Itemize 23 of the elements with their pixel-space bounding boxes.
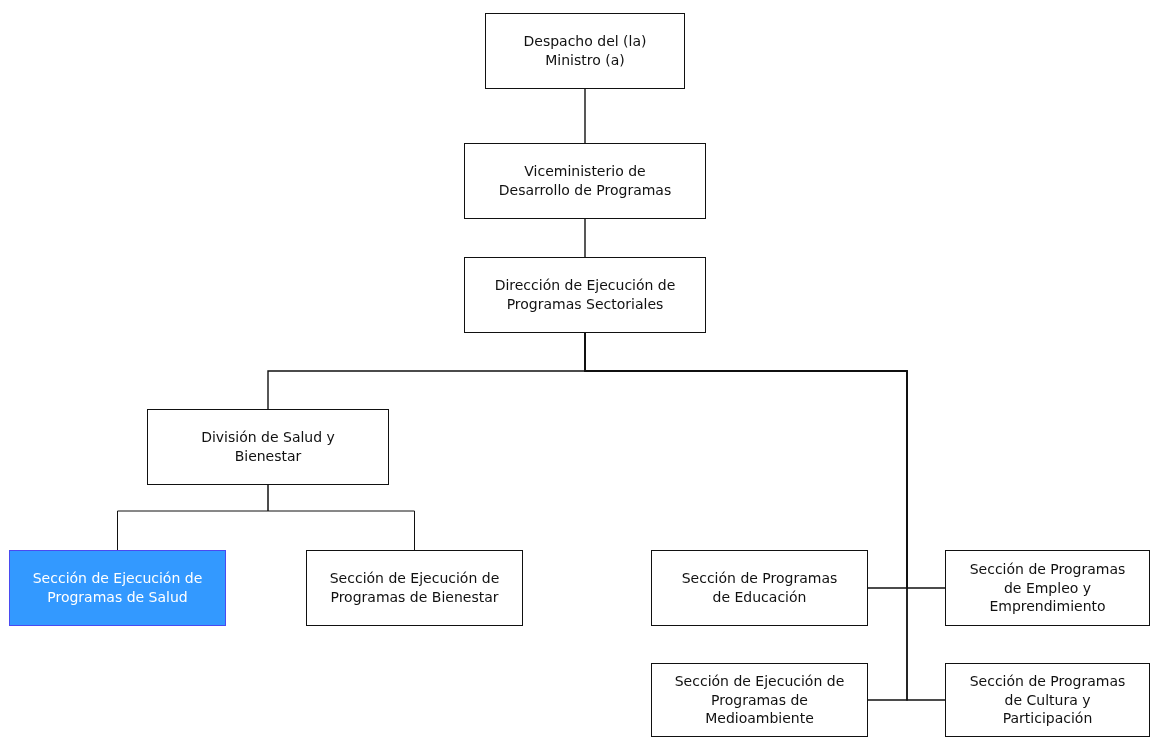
unit-name: Dirección de Ejecución de Programas Sectoriales bbox=[493, 276, 677, 314]
unit-box bbox=[651, 663, 868, 737]
unit-box bbox=[306, 550, 523, 626]
unit-name: División de Salud y Bienestar bbox=[200, 428, 336, 466]
connector-line bbox=[267, 484, 415, 551]
unit-box bbox=[464, 143, 706, 219]
unit-box bbox=[651, 550, 868, 626]
unit-name: Despacho del (la) Ministro (a) bbox=[522, 32, 648, 70]
unit-name: Sección de Ejecución de Programas de Salud bbox=[32, 569, 203, 607]
unit-name: Sección de Ejecución de Programas de Medioambiente bbox=[674, 671, 845, 729]
unit-box bbox=[485, 13, 685, 89]
unit-box bbox=[147, 409, 389, 485]
connector-line bbox=[584, 88, 586, 144]
unit-box bbox=[945, 550, 1150, 626]
connector-line bbox=[584, 218, 586, 258]
unit-box bbox=[464, 257, 706, 333]
unit-name: Sección de Programas de Educación bbox=[680, 569, 839, 607]
highlighted-unit-box bbox=[9, 550, 226, 626]
unit-name: Sección de Programas de Empleo y Emprendimiento bbox=[968, 559, 1127, 617]
unit-box bbox=[945, 663, 1150, 737]
unit-name: Sección de Ejecución de Programas de Bienestar bbox=[329, 569, 500, 607]
unit-name: Viceministerio de Desarrollo de Programas bbox=[497, 162, 673, 200]
unit-name: Sección de Programas de Cultura y Participación bbox=[968, 671, 1127, 729]
